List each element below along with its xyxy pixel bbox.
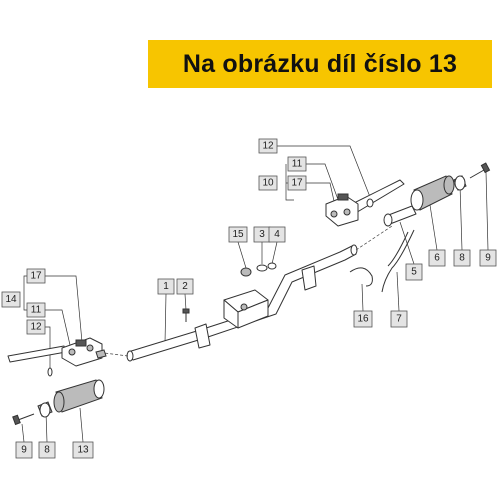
svg-text:10: 10 [262,178,274,189]
washers-15-3-4 [240,262,277,277]
callout-15: 15 [228,226,248,243]
svg-text:12: 12 [30,322,42,333]
leader-8-right [459,184,463,251]
callout-9-right: 9 [479,249,497,267]
svg-text:14: 14 [5,294,17,305]
throttle-tube [383,205,417,227]
callout-1: 1 [157,278,175,295]
left-clutch-lever [7,345,67,377]
svg-text:12: 12 [262,141,274,152]
svg-text:1: 1 [163,281,169,292]
callout-11-top: 11 [287,156,307,172]
callout-14: 14 [1,291,21,308]
leader-11-left [43,309,71,346]
callout-3: 3 [253,226,271,243]
svg-text:8: 8 [459,253,465,264]
right-bar-end-screw [469,162,491,179]
svg-text:6: 6 [434,253,440,264]
callout-9-left: 9 [15,441,33,459]
callout-4: 4 [268,226,286,243]
leader-5 [399,221,415,265]
callout-8-left: 8 [38,441,56,459]
callout-7: 7 [390,310,408,328]
right-bar-end-weight [453,175,467,191]
svg-text:17: 17 [291,178,303,189]
right-grip [410,175,455,211]
svg-text:8: 8 [44,445,50,456]
callout-6: 6 [428,249,446,267]
leader-4 [271,241,278,265]
callout-17-top: 17 [287,175,307,191]
svg-text:5: 5 [411,267,417,278]
svg-text:13: 13 [77,445,89,456]
leader-6 [429,204,438,251]
right-master-cylinder [325,193,359,227]
left-bar-end-weight [37,401,53,418]
leader-11-top [306,163,341,206]
throttle-cable [381,229,415,293]
leader-15 [237,241,247,269]
svg-text:2: 2 [182,281,188,292]
left-bar-end-screw [12,413,35,426]
svg-text:9: 9 [21,445,27,456]
callout-12-left: 12 [26,319,46,335]
part-number-banner: Na obrázku díl číslo 13 [148,40,492,88]
leader-9-right [485,171,489,251]
leader-17-left [43,275,83,343]
leader-1 [164,293,167,344]
leader-9-left [21,423,25,443]
svg-text:11: 11 [31,305,42,316]
callout-12-top: 12 [258,138,278,154]
callout-2: 2 [176,278,194,295]
leader-10 [285,164,294,201]
callout-10: 10 [258,175,278,191]
svg-text:16: 16 [357,314,369,325]
svg-text:17: 17 [30,271,42,282]
left-grip [53,379,105,413]
leader-7 [396,271,400,312]
svg-text:9: 9 [485,253,491,264]
cable-clip [349,267,373,287]
bolt-part-2 [182,308,190,322]
handlebar-clamp-block [194,265,317,349]
leader-16 [361,283,364,312]
callout-13: 13 [72,441,94,459]
callout-8-right: 8 [453,249,471,267]
leader-2 [184,293,187,311]
callout-16: 16 [353,310,373,328]
callout-17-left: 17 [26,268,46,284]
svg-text:11: 11 [292,159,303,170]
leader-12-top [277,145,373,203]
callout-11-left: 11 [26,302,46,318]
svg-text:4: 4 [274,229,280,240]
svg-text:15: 15 [232,229,244,240]
leader-13 [79,407,84,443]
svg-text:3: 3 [259,229,265,240]
svg-text:7: 7 [396,314,402,325]
callout-5: 5 [405,263,423,281]
left-lever-assembly [61,337,107,367]
